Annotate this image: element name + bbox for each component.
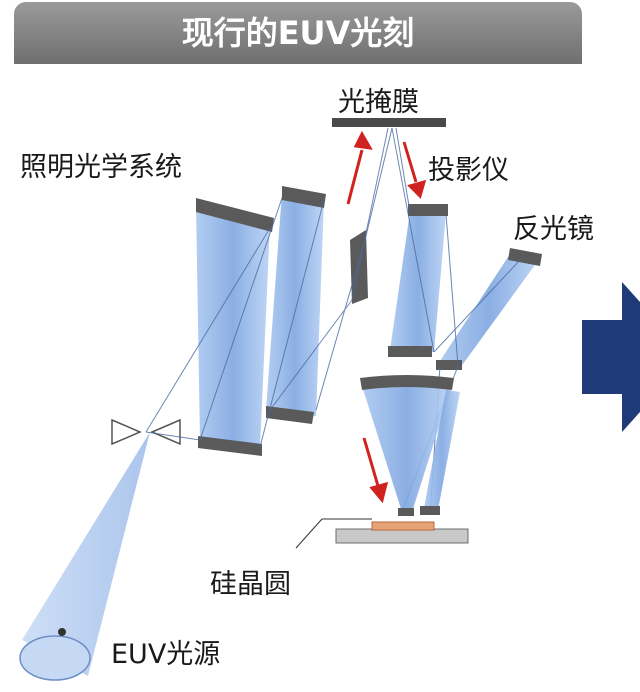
euv-source-label: EUV光源 bbox=[111, 639, 221, 670]
illumination-beam-lines bbox=[145, 127, 393, 448]
photomask bbox=[332, 118, 446, 127]
illumination-mirror-2 bbox=[266, 186, 326, 424]
wafer-label: 硅晶圆 bbox=[210, 569, 291, 600]
euv-source-cone bbox=[19, 432, 150, 681]
page-title: 现行的EUV光刻 bbox=[181, 14, 415, 52]
beam-direction-arrows bbox=[346, 130, 427, 205]
projection-mirror-1 bbox=[388, 204, 448, 357]
next-step-arrow bbox=[582, 282, 640, 432]
illumination-system-label: 照明光学系统 bbox=[20, 152, 182, 183]
projector-label: 投影仪 bbox=[428, 155, 509, 186]
final-projection-mirror bbox=[360, 375, 454, 516]
wafer-stage bbox=[322, 518, 469, 544]
wafer-beam-arrow bbox=[362, 437, 389, 504]
reflector-label: 反光镜 bbox=[513, 214, 594, 245]
title-banner: 现行的EUV光刻 bbox=[14, 2, 582, 64]
wafer-leader-line bbox=[295, 518, 323, 549]
reflector-mirror bbox=[436, 248, 542, 370]
illumination-mirror-1 bbox=[196, 198, 274, 456]
intermediate-focus-icon bbox=[111, 418, 181, 446]
mask-label: 光掩膜 bbox=[338, 87, 419, 118]
secondary-small-mirror bbox=[420, 390, 460, 515]
